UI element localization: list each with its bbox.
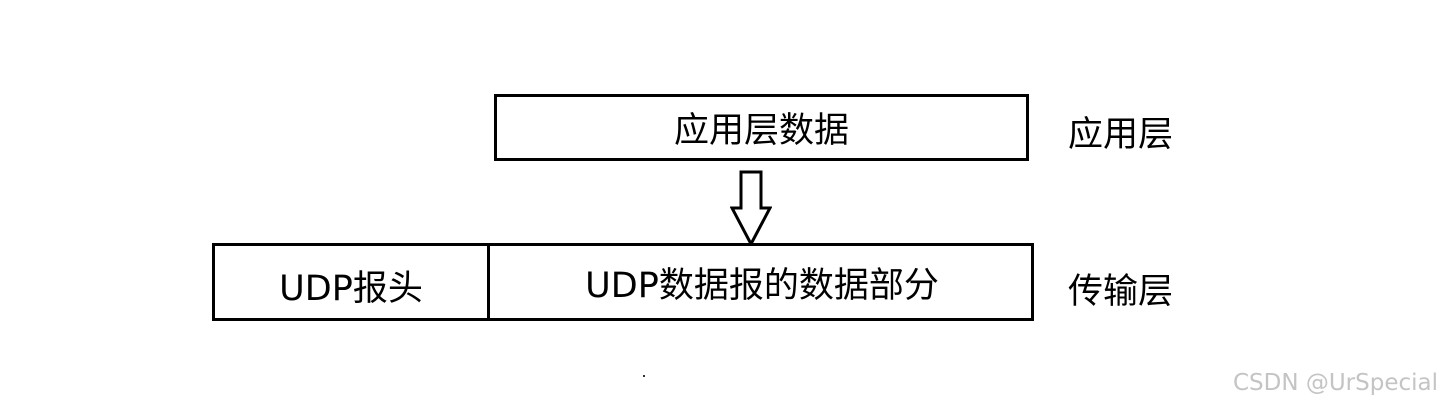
header-payload-divider	[487, 243, 490, 321]
udp-header-label: UDP报头	[279, 268, 423, 309]
application-layer-label: 应用层	[1068, 115, 1174, 155]
down-arrow-icon	[730, 170, 772, 246]
transport-layer-label: 传输层	[1068, 272, 1174, 312]
watermark: CSDN @UrSpecial	[1232, 370, 1438, 396]
stray-dot	[643, 375, 645, 377]
application-data-label: 应用层数据	[673, 111, 849, 151]
udp-datagram-box	[212, 243, 1034, 321]
udp-payload-label: UDP数据报的数据部分	[585, 265, 939, 306]
application-data-box	[494, 94, 1029, 161]
